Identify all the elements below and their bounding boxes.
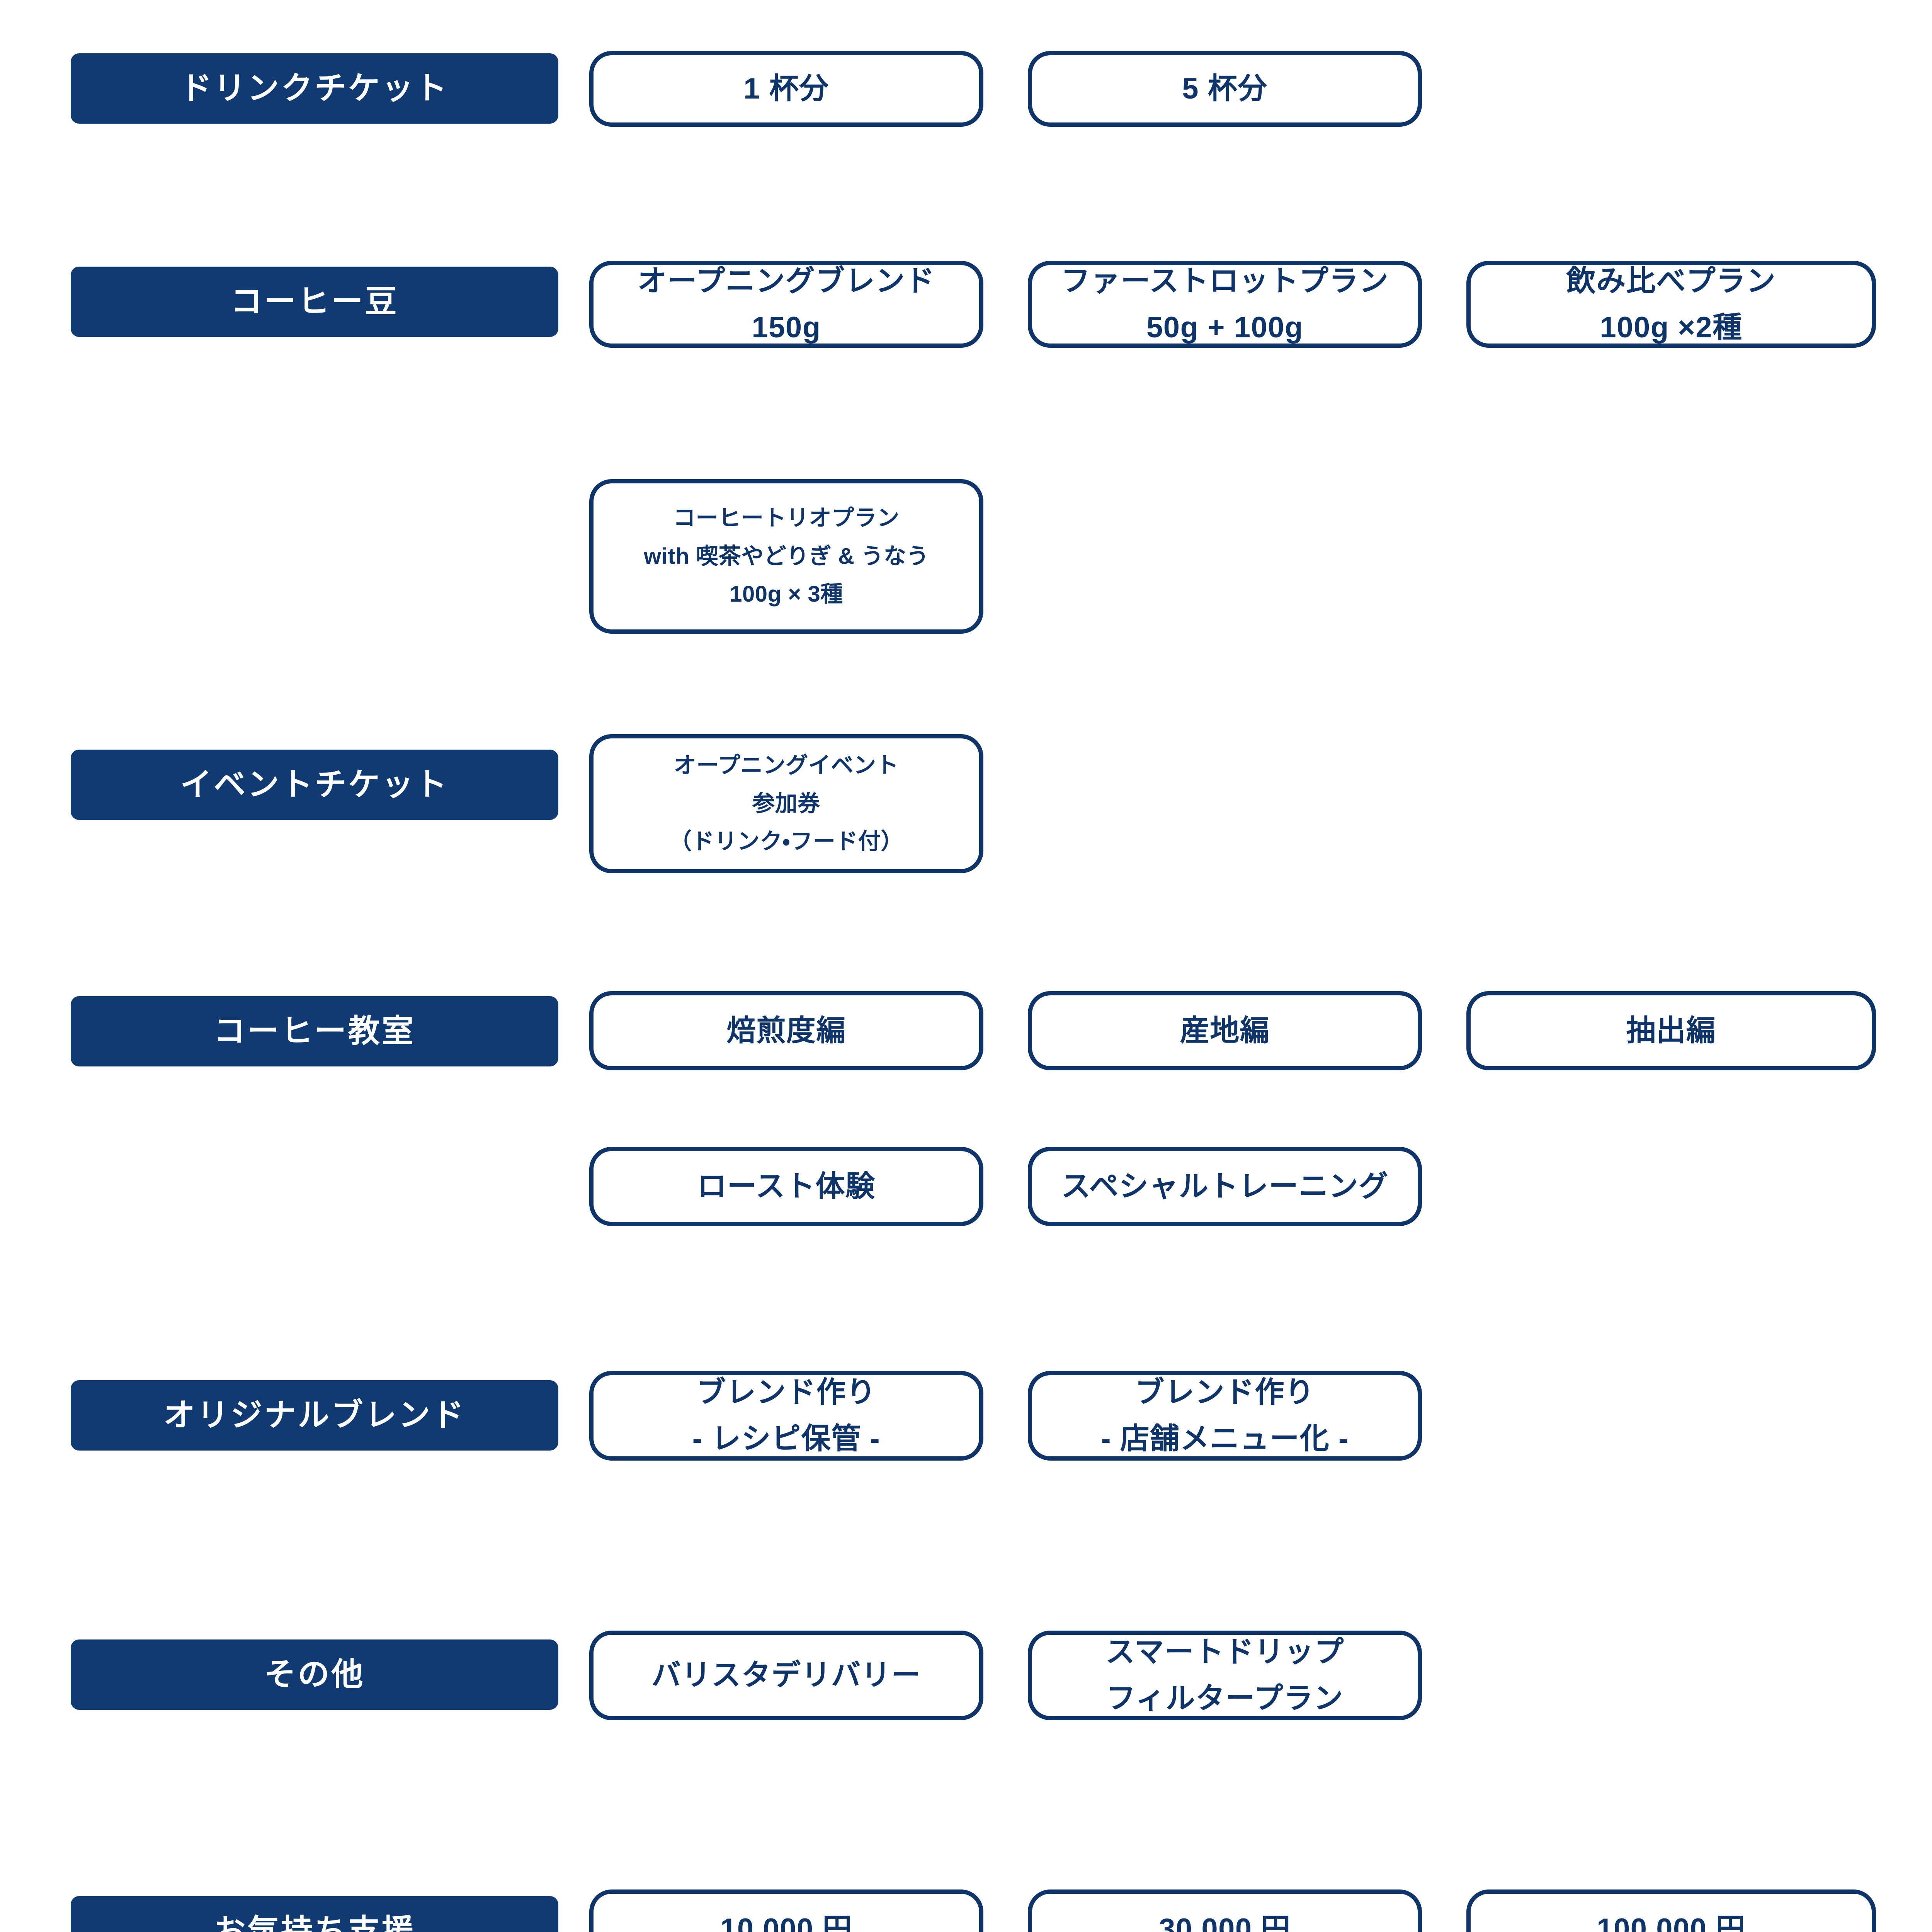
option-line: 参加券: [752, 791, 820, 816]
option-roast-level-class[interactable]: 焙煎度編: [589, 991, 983, 1070]
category-label-other: その他: [71, 1639, 558, 1710]
option-origin-class[interactable]: 産地編: [1028, 991, 1422, 1070]
option-line: ブレンド作り: [696, 1376, 876, 1409]
option-blend-making-store-menu[interactable]: ブレンド作り - 店舗メニュー化 -: [1028, 1371, 1422, 1461]
option-opening-blend[interactable]: オープニングブレンド 150g: [589, 261, 983, 348]
option-line: 焙煎度編: [726, 1014, 847, 1047]
option-line: 飲み比べプラン: [1566, 264, 1776, 298]
option-line: スマートドリップ: [1105, 1636, 1344, 1669]
option-line: 30,000 円: [1159, 1912, 1291, 1932]
category-label-event-ticket: イベントチケット: [71, 750, 558, 820]
option-drink-ticket-1[interactable]: 1 杯分: [589, 51, 983, 127]
option-line: バリスタデリバリー: [651, 1659, 921, 1692]
option-line: （ドリンク・フード付）: [669, 829, 904, 854]
option-line: - レシピ保管 -: [692, 1422, 881, 1455]
option-coffee-trio-plan[interactable]: コーヒートリオプラン with 喫茶やどりぎ & うなう 100g × 3種: [589, 479, 983, 634]
category-label-goodwill-support: お気持ち支援: [71, 1896, 558, 1932]
category-label-coffee-class: コーヒー教室: [71, 996, 558, 1066]
category-label-drink-ticket: ドリンクチケット: [71, 53, 558, 124]
option-line: 50g + 100g: [1146, 311, 1303, 344]
option-support-30000[interactable]: 30,000 円: [1028, 1889, 1422, 1932]
option-line: 150g: [752, 311, 821, 344]
option-smart-drip-filter-plan[interactable]: スマートドリップ フィルタープラン: [1028, 1631, 1422, 1720]
option-line: - 店舗メニュー化 -: [1101, 1422, 1349, 1455]
option-barista-delivery[interactable]: バリスタデリバリー: [589, 1631, 983, 1720]
option-line: 100,000 円: [1597, 1912, 1746, 1932]
option-line: 10,000 円: [720, 1912, 852, 1932]
option-line: オープニングイベント: [673, 753, 899, 778]
option-line: ファーストロットプラン: [1061, 264, 1389, 298]
option-line: スペシャルトレーニング: [1061, 1170, 1389, 1203]
category-label-original-blend: オリジナルブレンド: [71, 1380, 558, 1451]
option-line: 1 杯分: [743, 72, 829, 105]
option-blend-making-recipe-storage[interactable]: ブレンド作り - レシピ保管 -: [589, 1371, 983, 1461]
option-opening-event-ticket[interactable]: オープニングイベント 参加券 （ドリンク・フード付）: [589, 734, 983, 873]
option-roast-experience[interactable]: ロースト体験: [589, 1147, 983, 1226]
option-first-lot-plan[interactable]: ファーストロットプラン 50g + 100g: [1028, 261, 1422, 348]
option-support-10000[interactable]: 10,000 円: [589, 1889, 983, 1932]
option-line: コーヒートリオプラン: [673, 505, 900, 531]
option-special-training[interactable]: スペシャルトレーニング: [1028, 1147, 1422, 1226]
option-drink-ticket-5[interactable]: 5 杯分: [1028, 51, 1422, 127]
option-brewing-class[interactable]: 抽出編: [1466, 991, 1876, 1070]
option-tasting-comparison-plan[interactable]: 飲み比べプラン 100g ×2種: [1466, 261, 1876, 348]
option-support-100000[interactable]: 100,000 円: [1466, 1889, 1876, 1932]
option-line: ロースト体験: [697, 1170, 876, 1203]
category-label-coffee-beans: コーヒー豆: [71, 267, 558, 337]
option-line: with 喫茶やどりぎ & うなう: [643, 543, 929, 569]
option-line: ブレンド作り: [1135, 1376, 1315, 1409]
option-line: 5 杯分: [1182, 72, 1268, 105]
option-line: フィルタープラン: [1106, 1682, 1344, 1715]
option-line: 抽出編: [1626, 1014, 1716, 1047]
option-line: 産地編: [1180, 1014, 1270, 1047]
option-line: 100g ×2種: [1600, 311, 1743, 344]
option-line: オープニングブレンド: [637, 264, 935, 298]
option-line: 100g × 3種: [730, 582, 843, 607]
